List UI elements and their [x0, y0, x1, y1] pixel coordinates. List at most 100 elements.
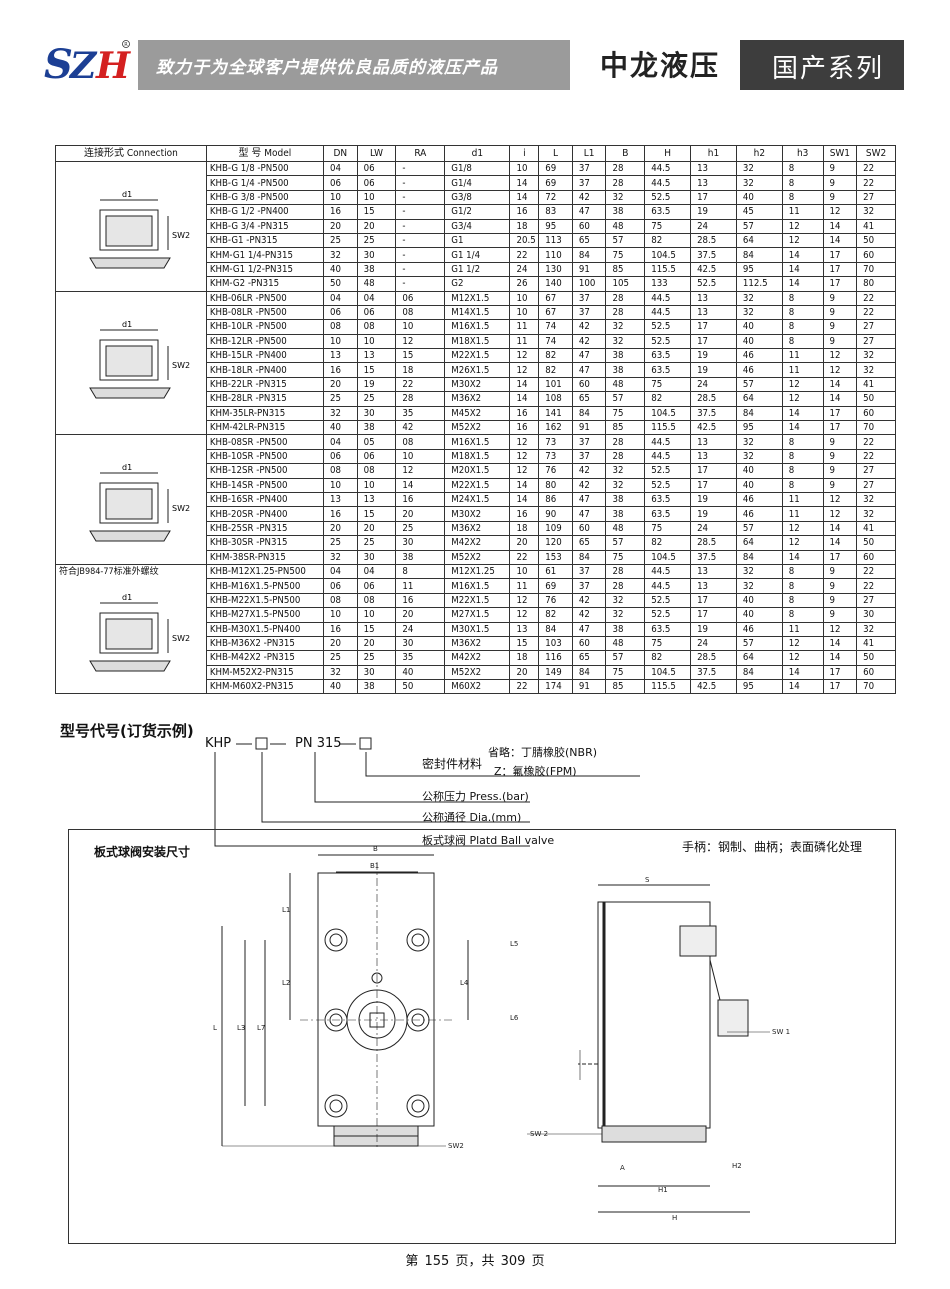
- dim-L: L: [213, 1024, 217, 1032]
- svg-text:SW2: SW2: [172, 504, 190, 513]
- install-title: 板式球阀安装尺寸: [94, 845, 191, 859]
- value-cell: 50: [395, 679, 446, 695]
- dim-L7: L7: [257, 1024, 265, 1032]
- value-cell: 11: [509, 578, 540, 594]
- model-cell: KHM-M60X2-PN315: [205, 679, 325, 695]
- dim-B1: B1: [370, 862, 379, 870]
- value-cell: 60: [856, 247, 896, 263]
- value-cell: 10: [509, 290, 540, 306]
- svg-text:R: R: [124, 42, 128, 48]
- value-cell: 10: [509, 563, 540, 580]
- value-cell: 14: [781, 679, 824, 695]
- value-cell: M60X2: [444, 679, 511, 695]
- dim-S: S: [645, 876, 650, 884]
- value-cell: 11: [781, 506, 824, 522]
- order-code-diagram: [214, 737, 640, 847]
- value-cell: 64: [735, 650, 783, 666]
- svg-text:d1: d1: [122, 463, 132, 472]
- dim-SW2: SW2: [448, 1142, 464, 1150]
- value-cell: 12: [509, 463, 540, 479]
- value-cell: 22: [856, 160, 896, 177]
- dim-L4: L4: [460, 979, 469, 987]
- valve-label: 板式球阀 Platd Ball valve: [422, 834, 555, 847]
- dim-H1: H1: [658, 1186, 668, 1194]
- value-cell: 70: [856, 679, 896, 695]
- value-cell: 27: [856, 319, 896, 335]
- svg-text:d1: d1: [122, 593, 132, 602]
- series-name: 国产系列: [772, 54, 885, 84]
- series-bar: 国产系列: [740, 40, 904, 90]
- dim-L2: L2: [282, 979, 290, 987]
- value-cell: 17: [822, 679, 858, 695]
- install-drawing: B B1 L L3 L7 L1 L2 L4 SW2 S L5 L6 SW 1 S…: [213, 845, 790, 1222]
- szh-logo: S Z H R: [44, 40, 131, 88]
- value-cell: 84: [735, 405, 783, 422]
- dim-L5: L5: [510, 940, 518, 948]
- page-current: 155: [424, 1254, 450, 1269]
- value-cell: 42.5: [690, 679, 737, 695]
- brand-box: [570, 40, 750, 90]
- handle-note: 手柄：钢制、曲柄；表面磷化处理: [682, 840, 863, 854]
- dim-H2: H2: [732, 1162, 742, 1170]
- svg-text:SW2: SW2: [172, 634, 190, 643]
- dia-label: 公称通径 Dia.(mm): [422, 811, 522, 824]
- dim-B: B: [373, 845, 378, 853]
- value-cell: 85: [605, 679, 646, 695]
- code-pn: PN 315: [295, 736, 342, 751]
- value-cell: 112.5: [735, 276, 783, 292]
- dim-H: H: [672, 1214, 677, 1222]
- slogan: 致力于为全球客户提供优良品质的液压产品: [156, 58, 498, 78]
- dim-L6: L6: [510, 1014, 519, 1022]
- seal-label: 密封件材料: [422, 757, 483, 771]
- brand-name: 中龙液压: [600, 49, 721, 82]
- connection-note: 符合JB984-77标准外螺纹: [59, 566, 159, 577]
- svg-text:Z: Z: [68, 45, 98, 87]
- install-frame: [68, 829, 896, 1244]
- value-cell: 22: [509, 679, 540, 695]
- value-cell: M36X2: [444, 391, 511, 407]
- order-title: 型号代号(订货示例): [60, 722, 194, 740]
- dim-A: A: [620, 1164, 625, 1172]
- svg-text:d1: d1: [122, 320, 132, 329]
- value-cell: 32: [856, 362, 896, 378]
- svg-text:H: H: [95, 45, 131, 87]
- value-cell: 12: [509, 348, 540, 364]
- dim-L1: L1: [282, 906, 290, 914]
- value-cell: 30: [856, 607, 896, 623]
- dim-L3: L3: [237, 1024, 245, 1032]
- value-cell: M16X1.5: [444, 578, 511, 594]
- value-cell: 95: [735, 679, 783, 695]
- svg-text:S: S: [44, 41, 73, 88]
- brand-slant: [570, 40, 594, 90]
- order-code: KHP PN 315: [205, 736, 342, 751]
- svg-text:SW2: SW2: [172, 231, 190, 240]
- pressure-label: 公称压力 Press.(bar): [422, 790, 529, 803]
- dim-SW2-side: SW 2: [530, 1130, 548, 1138]
